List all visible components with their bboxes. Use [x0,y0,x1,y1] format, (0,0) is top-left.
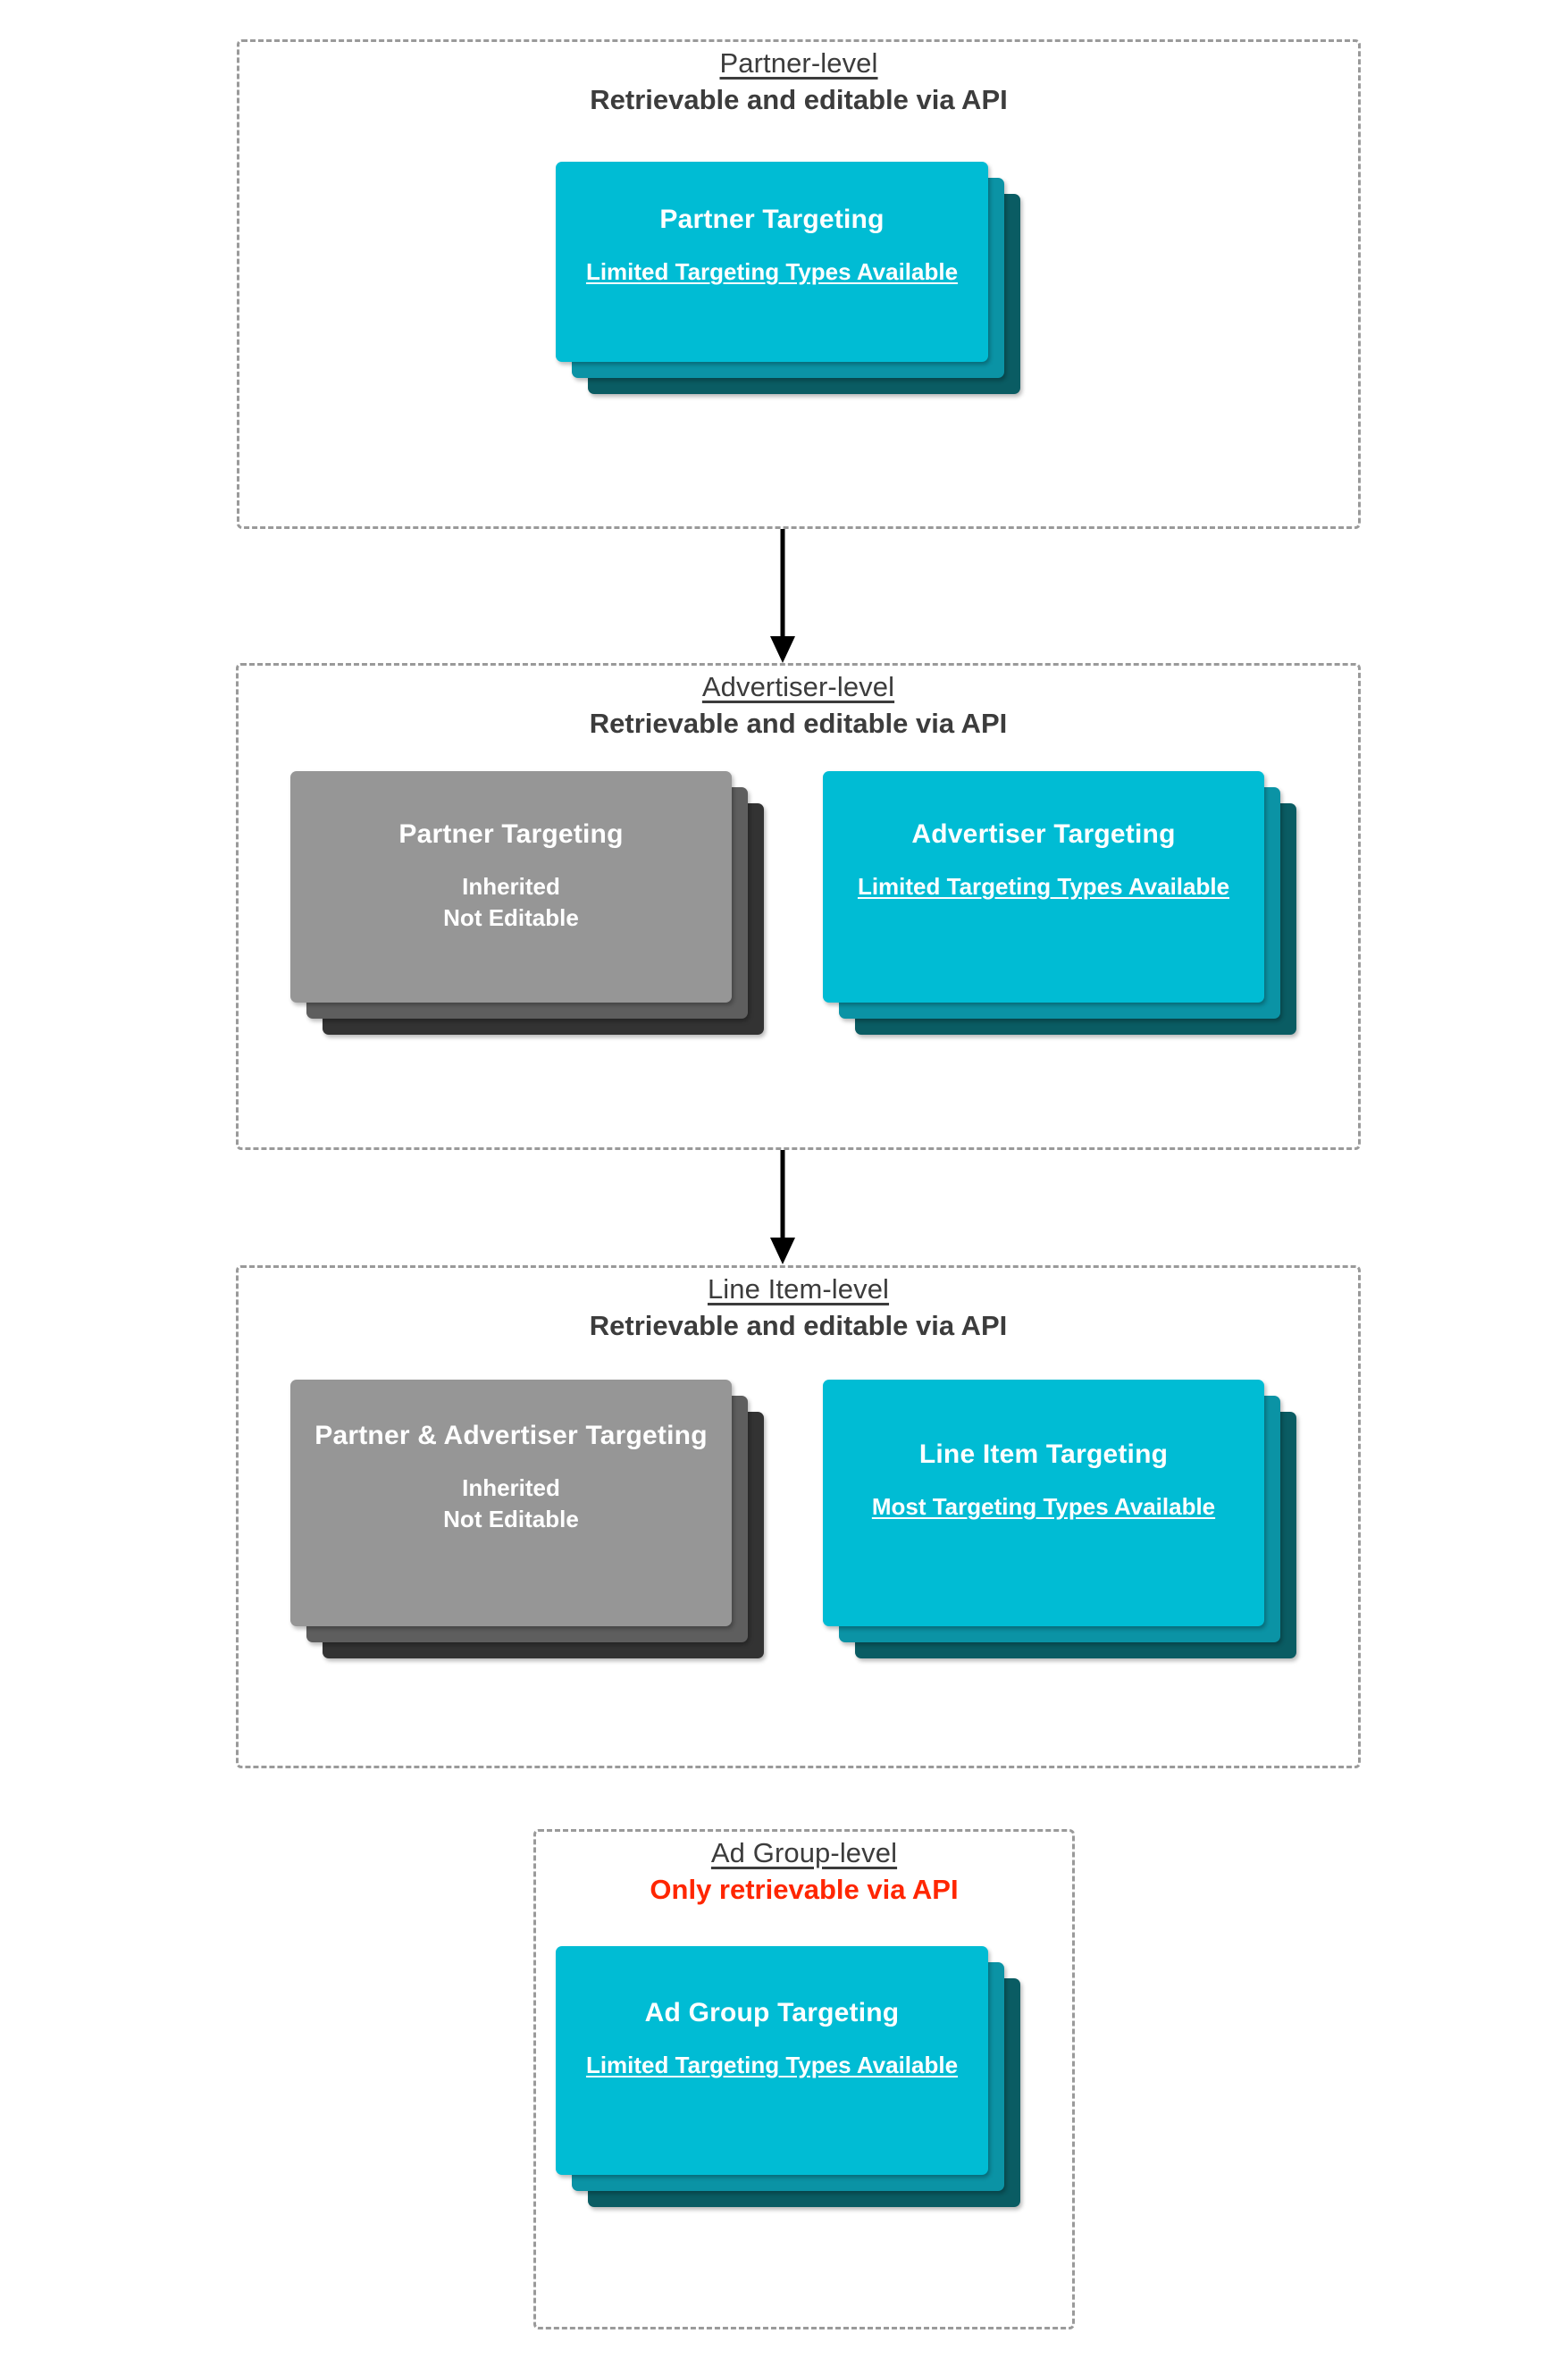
card-layer-front: Partner Targeting Inherited Not Editable [290,771,732,1003]
card-title: Ad Group Targeting [644,1998,900,2027]
connector-partner-to-advertiser [770,529,795,663]
card-content-partner-targeting: Partner Targeting Limited Targeting Type… [556,203,988,288]
card-title: Partner Targeting [659,205,885,234]
card-content-advertiser-inherited: Partner Targeting Inherited Not Editable [290,818,732,934]
card-content-line-item-inherited: Partner & Advertiser Targeting Inherited… [290,1419,732,1535]
card-note: Limited Targeting Types Available [585,258,959,286]
card-note: Most Targeting Types Available [871,1493,1216,1521]
card-stack-ad-group-targeting: Ad Group Targeting Limited Targeting Typ… [556,1946,1020,2207]
card-title: Advertiser Targeting [911,819,1176,849]
card-stack-line-item-inherited: Partner & Advertiser Targeting Inherited… [290,1380,764,1658]
card-note: Inherited Not Editable [443,1474,579,1532]
card-stack-advertiser-targeting: Advertiser Targeting Limited Targeting T… [823,771,1296,1035]
card-layer-front: Partner Targeting Limited Targeting Type… [556,162,988,362]
level-box-ad-group [533,1829,1075,2329]
card-stack-advertiser-inherited: Partner Targeting Inherited Not Editable [290,771,764,1035]
card-content-line-item-targeting: Line Item Targeting Most Targeting Types… [823,1438,1264,1523]
card-title: Partner & Advertiser Targeting [314,1421,708,1450]
level-box-advertiser [236,663,1361,1150]
card-layer-front: Line Item Targeting Most Targeting Types… [823,1380,1264,1626]
card-stack-line-item-targeting: Line Item Targeting Most Targeting Types… [823,1380,1296,1658]
card-title: Line Item Targeting [918,1440,1169,1469]
card-title: Partner Targeting [398,819,624,849]
level-box-partner [237,39,1361,529]
card-note: Limited Targeting Types Available [857,873,1230,901]
card-stack-partner-targeting: Partner Targeting Limited Targeting Type… [556,162,1020,394]
card-layer-front: Advertiser Targeting Limited Targeting T… [823,771,1264,1003]
card-content-ad-group-targeting: Ad Group Targeting Limited Targeting Typ… [556,1996,988,2081]
connector-advertiser-to-line-item [770,1150,795,1264]
level-box-line-item [236,1265,1361,1768]
card-content-advertiser-targeting: Advertiser Targeting Limited Targeting T… [823,818,1264,902]
card-note: Inherited Not Editable [443,873,579,931]
card-layer-front: Partner & Advertiser Targeting Inherited… [290,1380,732,1626]
card-note: Limited Targeting Types Available [585,2052,959,2079]
card-layer-front: Ad Group Targeting Limited Targeting Typ… [556,1946,988,2175]
